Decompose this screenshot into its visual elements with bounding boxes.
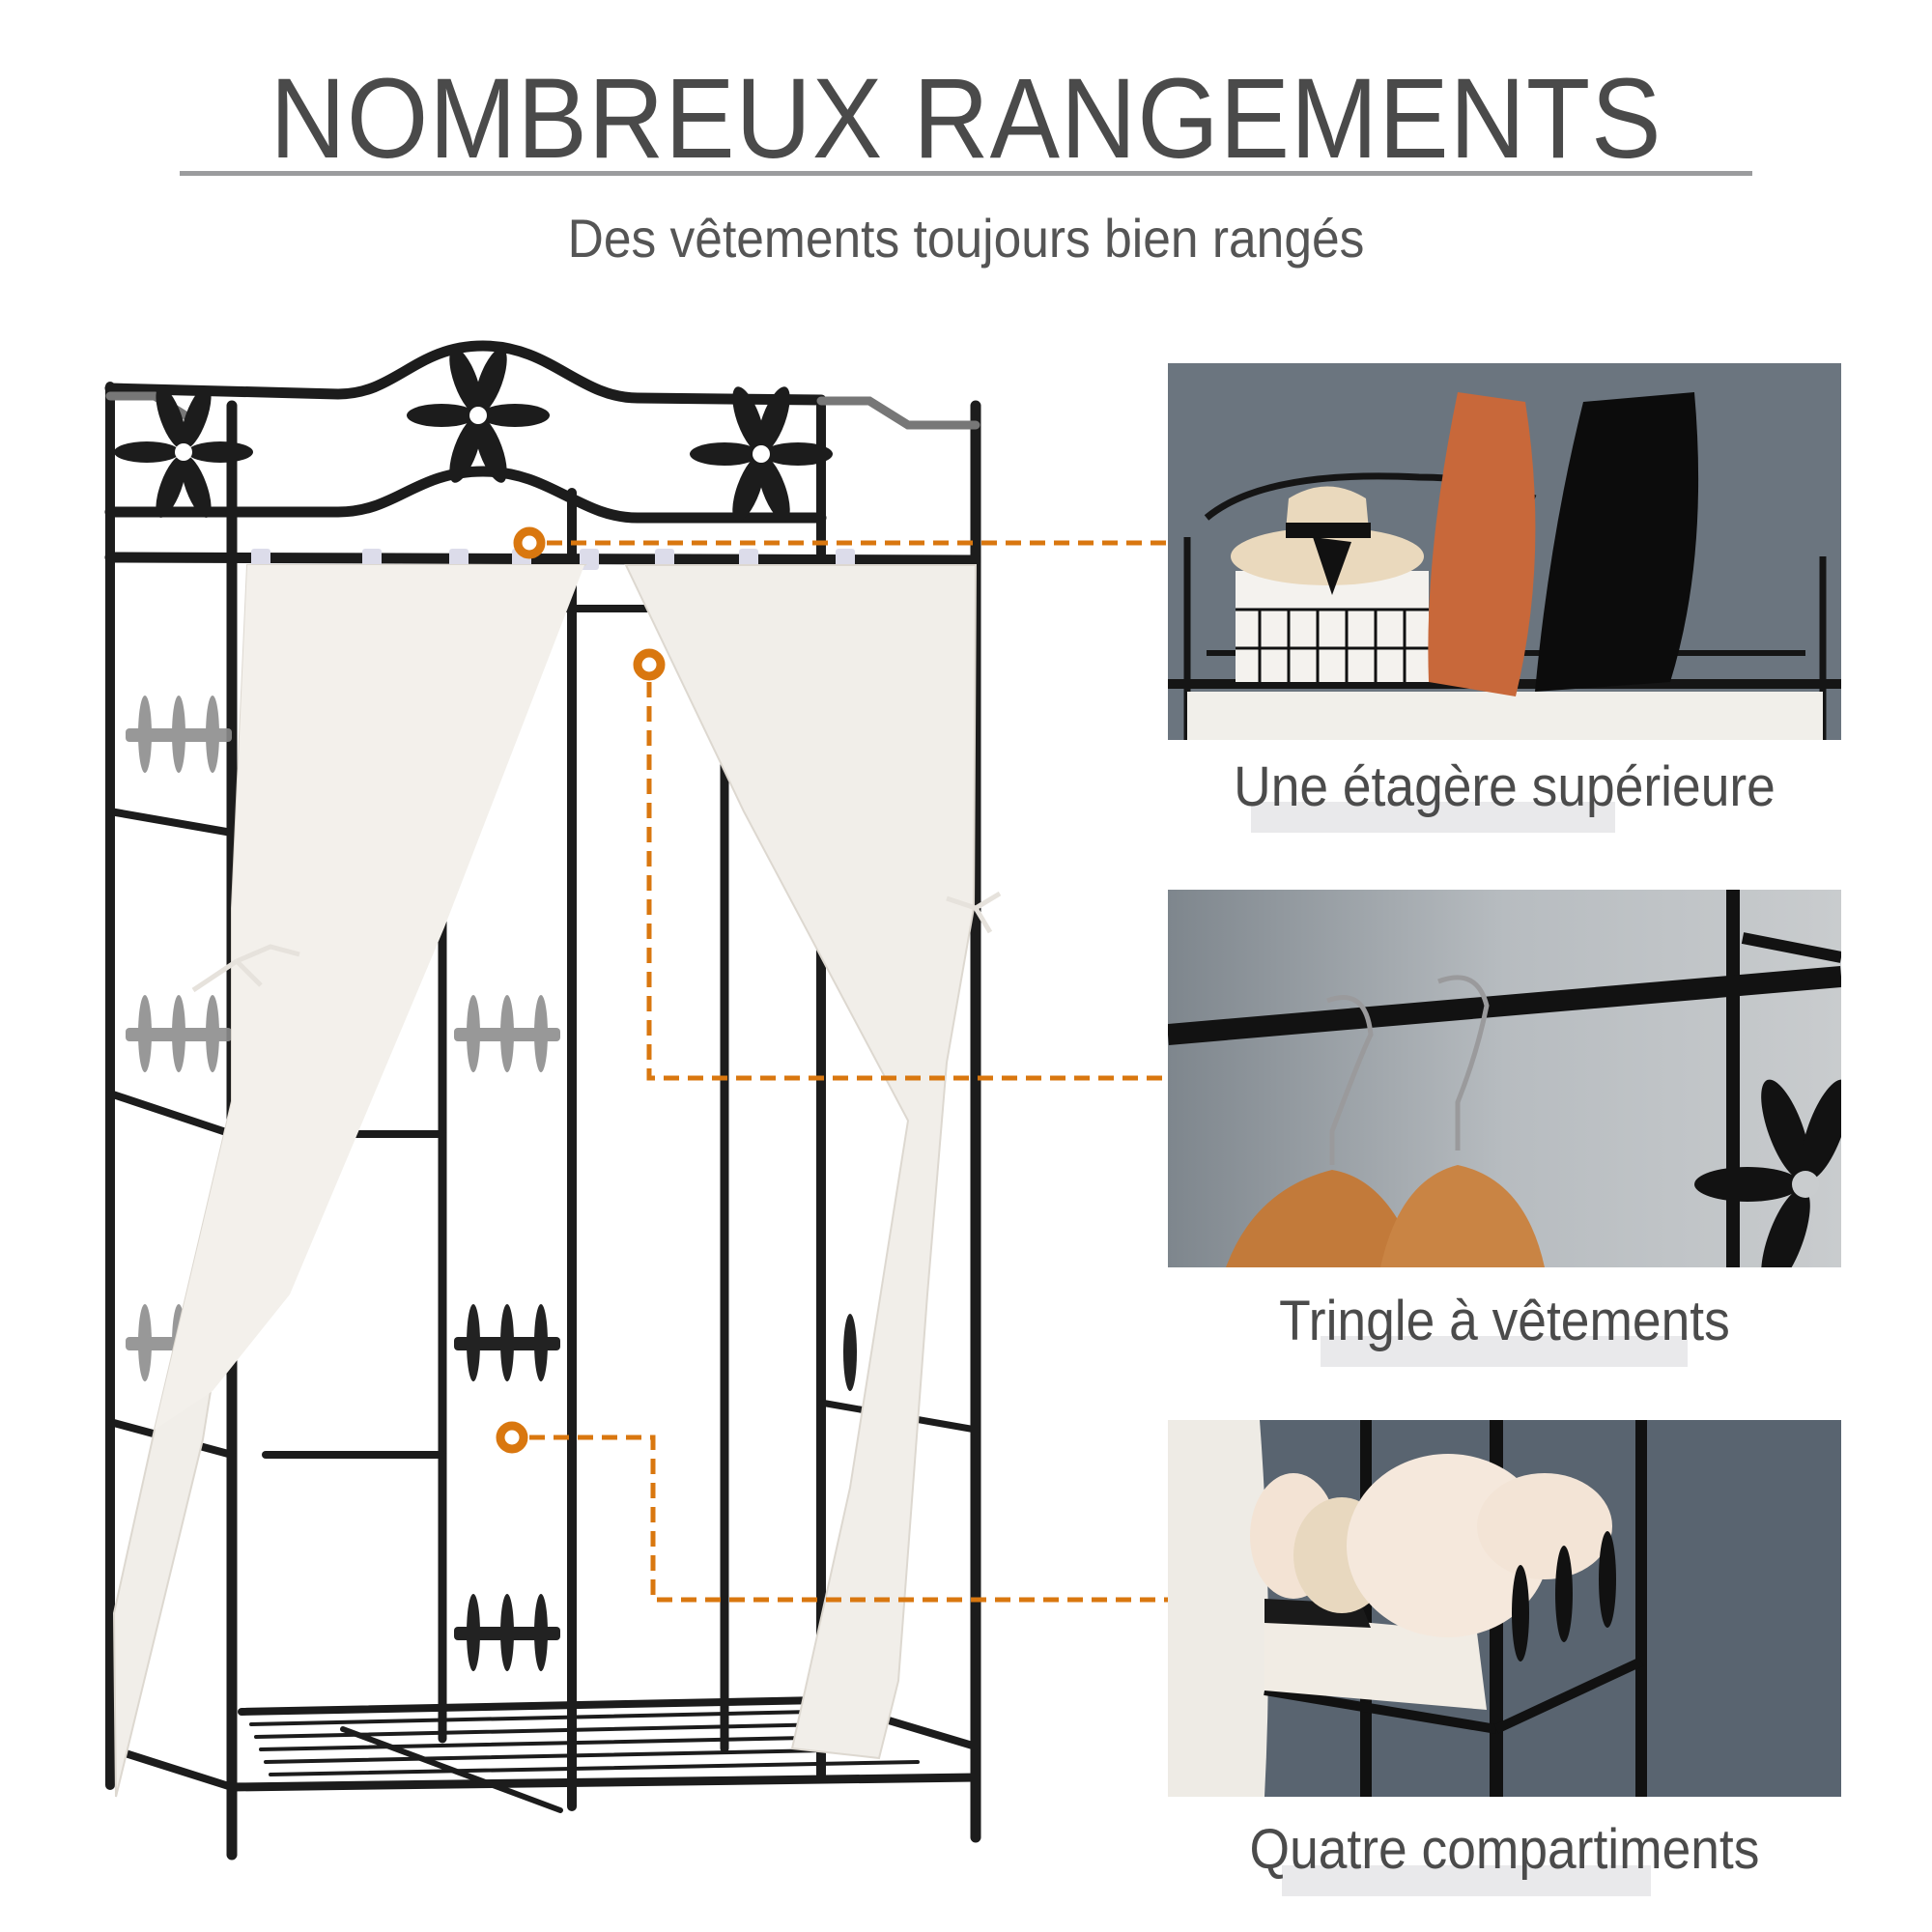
- feature-image-top-shelf: [1168, 363, 1841, 740]
- feature-image-compartments: [1168, 1420, 1841, 1797]
- caption-highlight: [1251, 802, 1615, 833]
- flower-decor: [114, 348, 833, 522]
- feature-image-clothes-rail: [1168, 890, 1841, 1267]
- product-image: [97, 328, 1005, 1874]
- feature-caption-clothes-rail: Tringle à vêtements: [1279, 1290, 1730, 1352]
- caption-highlight: [1282, 1865, 1651, 1896]
- page-subtitle: Des vêtements toujours bien rangés: [567, 208, 1365, 269]
- feature-caption-compartments: Quatre compartiments: [1249, 1818, 1760, 1881]
- feature-caption-top-shelf: Une étagère supérieure: [1234, 755, 1776, 818]
- title-divider: [180, 171, 1752, 176]
- caption-highlight: [1321, 1336, 1688, 1367]
- page-title: NOMBREUX RANGEMENTS: [270, 55, 1662, 183]
